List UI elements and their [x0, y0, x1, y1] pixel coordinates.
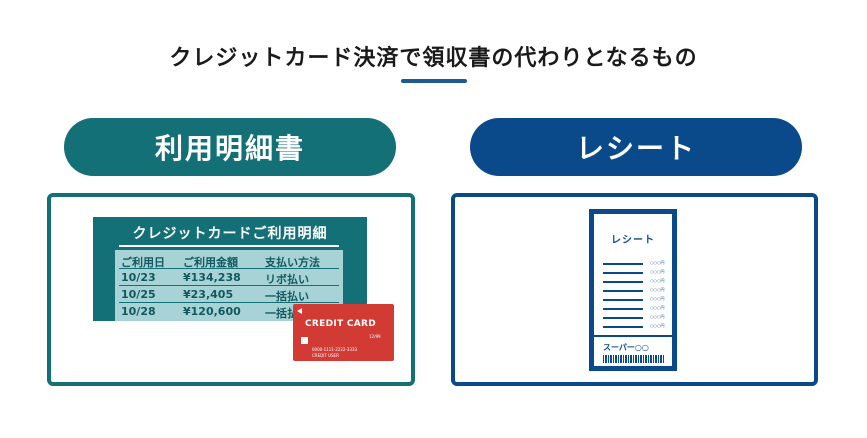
card-expiry: 12/99 — [369, 334, 381, 339]
receipt-paper: レシート ○○○円 ○○○円 ○○○円 ○○○円 ○○○円 ○○○円 ○○○円 … — [594, 214, 672, 366]
receipt-amount: ○○○円 — [650, 305, 665, 310]
receipt-title: レシート — [611, 235, 655, 246]
receipt-illustration: レシート ○○○円 ○○○円 ○○○円 ○○○円 ○○○円 ○○○円 ○○○円 … — [589, 209, 677, 371]
title-underline — [401, 79, 467, 83]
row-method: 一括払い — [265, 290, 309, 303]
receipt-line — [603, 326, 643, 328]
receipt-amount: ○○○円 — [650, 287, 665, 292]
card-number: 0000-1111-2222-3333 — [312, 347, 358, 352]
receipt-line — [603, 263, 643, 265]
table-divider — [119, 302, 339, 303]
card-arrow-icon — [297, 308, 302, 314]
column-header: ご利用日 — [121, 256, 165, 269]
row-amount: ¥134,238 — [183, 271, 241, 284]
table-divider — [119, 285, 339, 286]
table-row: 10/23 ¥134,238 リボ払い — [115, 269, 343, 286]
receipt-line — [603, 281, 643, 283]
row-date: 10/25 — [121, 288, 156, 301]
receipt-label-pill: レシート — [470, 118, 802, 176]
receipt-amount: ○○○円 — [650, 323, 665, 328]
row-date: 10/28 — [121, 305, 156, 318]
statement-title: クレジットカードご利用明細 — [132, 226, 328, 242]
row-method: リボ払い — [265, 273, 309, 286]
card-chip-icon — [301, 337, 308, 344]
receipt-amount: ○○○円 — [650, 278, 665, 283]
receipt-line — [603, 290, 643, 292]
receipt-amount: ○○○円 — [650, 296, 665, 301]
statement-divider — [119, 245, 339, 247]
statement-label-pill: 利用明細書 — [64, 118, 396, 176]
receipt-store-name: スーパー○○ — [603, 343, 649, 352]
receipt-line — [603, 272, 643, 274]
receipt-amount: ○○○円 — [650, 269, 665, 274]
receipt-divider — [594, 335, 672, 337]
row-amount: ¥23,405 — [183, 288, 234, 301]
card-label: CREDIT CARD — [305, 319, 377, 329]
receipt-line — [603, 308, 643, 310]
page-title: クレジットカード決済で領収書の代わりとなるもの — [169, 46, 698, 71]
table-row: 10/25 ¥23,405 一括払い — [115, 286, 343, 303]
receipt-amount: ○○○円 — [650, 314, 665, 319]
receipt-line — [603, 299, 643, 301]
receipt-line — [603, 317, 643, 319]
row-amount: ¥120,600 — [183, 305, 241, 318]
statement-table-header: ご利用日 ご利用金額 支払い方法 — [115, 252, 343, 269]
column-header: 支払い方法 — [265, 256, 320, 269]
column-header: ご利用金額 — [183, 256, 238, 269]
credit-card-illustration: CREDIT CARD 12/99 0000-1111-2222-3333 CR… — [293, 304, 394, 361]
barcode-icon — [603, 355, 665, 363]
card-user: CREDIT USER — [312, 353, 339, 358]
table-divider — [119, 268, 339, 269]
receipt-amount: ○○○円 — [650, 260, 665, 265]
row-date: 10/23 — [121, 271, 156, 284]
